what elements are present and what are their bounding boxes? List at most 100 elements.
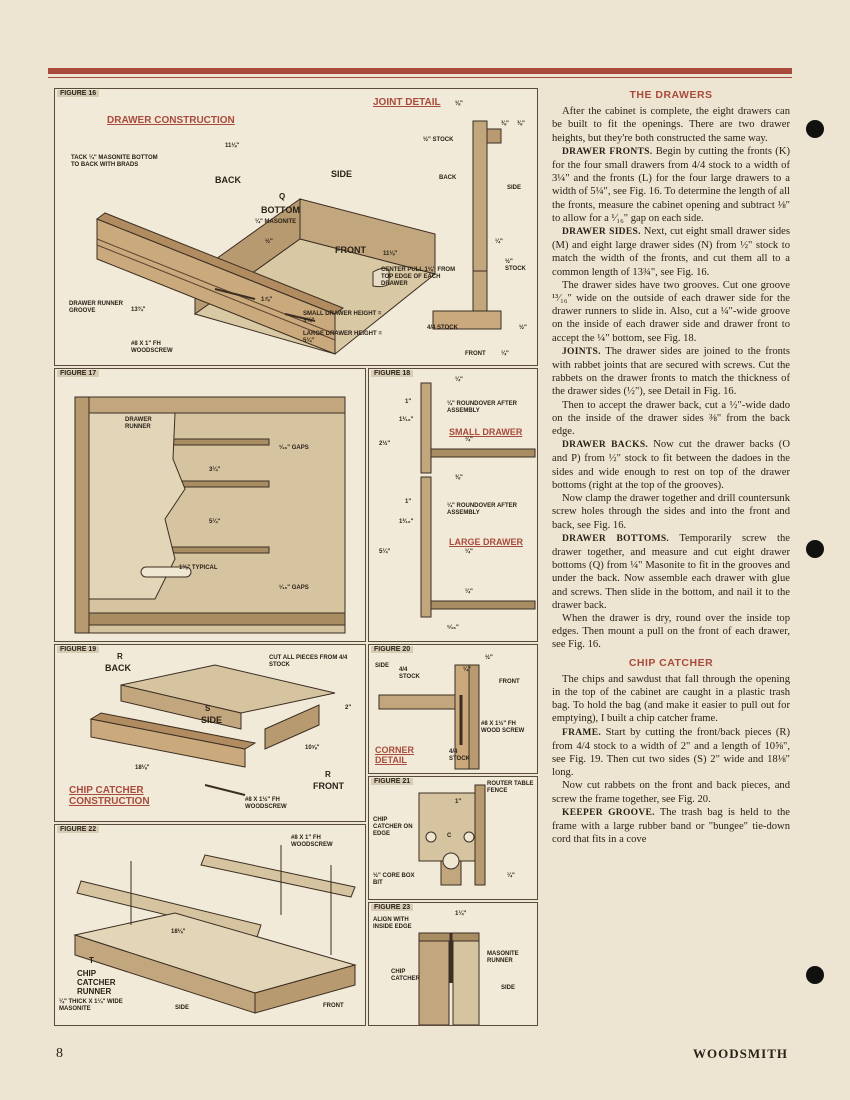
f18-dim-l: ¼" [465, 549, 473, 555]
joint-d2: ⅜" [517, 121, 525, 127]
article-column: THE DRAWERS After the cabinet is complet… [552, 88, 790, 846]
figure-23-label: FIGURE 23 [371, 904, 414, 911]
top-rule [48, 68, 792, 74]
joint-side: SIDE [507, 185, 522, 191]
joint-d6: ¼" [495, 239, 503, 245]
dim-18: 18⅛" [171, 929, 186, 935]
side-label: SIDE [175, 1005, 190, 1011]
chip-label: CHIP CATCHER [391, 969, 420, 982]
large-height-label: LARGE DRAWER HEIGHT = 5¼" [303, 331, 382, 344]
joint-d3: ⅛" [455, 101, 463, 107]
chip-runner-label: CHIP CATCHER RUNNER [77, 969, 116, 996]
para-5-head: JOINTS. [562, 346, 601, 357]
para-9-body: Temporarily screw the drawer together, a… [552, 532, 791, 611]
large-drawer-title: LARGE DRAWER [449, 537, 523, 547]
figure-20-label: FIGURE 20 [371, 646, 414, 653]
top-rule-thin [48, 77, 792, 78]
dim-half: ½" [485, 655, 493, 661]
f18-dim-1b: 1" [405, 499, 412, 505]
page-number: 8 [56, 1046, 63, 1061]
dim-2: 2" [345, 705, 352, 711]
chip-label: CHIP CATCHER ON EDGE [373, 817, 413, 837]
front-letter: R [325, 770, 331, 779]
para-14-body: The trash bag is held to the frame with … [552, 806, 790, 846]
para-11: The chips and sawdust that fall through … [552, 673, 790, 725]
figure-20-drawing [378, 664, 480, 770]
cut-label: CUT ALL PIECES FROM 4/4 STOCK [269, 655, 348, 668]
figure-20: FIGURE 20 SIDE FRONT 4/4 STOCK 4/4 STOCK… [368, 644, 538, 774]
side-label: SIDE [201, 715, 223, 725]
para-12-body: Start by cutting the front/back pieces (… [552, 726, 790, 779]
pull-dim: 11⅛" [383, 251, 398, 257]
figure-17: FIGURE 17 DRAWER RUNNER ¹⁄₁₆" GAPS ¹⁄₁₆"… [54, 368, 366, 642]
para-3-body: Next, cut eight small drawer sides (M) a… [552, 226, 790, 278]
back-letter: R [117, 652, 123, 661]
para-5-body: The drawer sides are joined to the front… [552, 345, 790, 398]
front-label: FRONT [313, 781, 344, 791]
binder-hole-bottom [806, 966, 824, 984]
f18-dim-21: 2½" [379, 441, 391, 447]
small-height-label: SMALL DRAWER HEIGHT = 3¼" [303, 311, 382, 324]
para-4: The drawer sides have two grooves. Cut o… [552, 279, 790, 344]
side-letter: S [205, 704, 211, 713]
figure-19-drawing [89, 664, 336, 796]
stock-label: 4/4 STOCK [399, 667, 420, 680]
joint-d4: ¼" [501, 351, 509, 357]
heading-drawers: THE DRAWERS [629, 89, 713, 101]
runner-label: DRAWER RUNNER GROOVE [69, 301, 123, 314]
f18-dim-51: 5¼" [379, 549, 391, 555]
f18-dim-lb: ¼" [465, 589, 473, 595]
front-label: FRONT [323, 1003, 344, 1009]
chip-runner-sub: ¼" THICK x 1¼" WIDE MASONITE [59, 999, 123, 1012]
chip-catcher-title: CHIP CATCHER CONSTRUCTION [69, 785, 150, 807]
figure-22-drawing [73, 845, 357, 1014]
bottom-sub-label: ¼" MASONITE [255, 219, 297, 225]
para-2: DRAWER FRONTS. Begin by cutting the fron… [552, 145, 790, 225]
screw-label: #8 x 1½" Fh WOOD SCREW [481, 721, 525, 734]
binder-hole-middle [806, 540, 824, 558]
dim-1: 1⅞" [261, 297, 273, 303]
roundover-2: ¼" ROUNDOVER AFTER ASSEMBLY [447, 503, 517, 516]
para-2-head: DRAWER FRONTS. [562, 146, 653, 157]
front-label: FRONT [499, 679, 520, 685]
para-7-body: Now cut the drawer backs (O and P) from … [552, 439, 790, 491]
para-9-head: DRAWER BOTTOMS. [562, 533, 670, 544]
masonite-label: MASONITE RUNNER [487, 951, 519, 964]
joint-d5: ½" [519, 325, 527, 331]
fence-label: ROUTER TABLE FENCE [487, 781, 534, 794]
f18-dim-s: ¼" [465, 437, 473, 443]
f18-dim-bot: ⁵⁄₁₆" [447, 625, 459, 631]
chip-letter: T [89, 956, 94, 965]
joint-stock: ½" STOCK [423, 137, 454, 143]
para-10: When the drawer is dry, round over the i… [552, 612, 790, 651]
figure-17-drawing [74, 396, 346, 634]
f18-dim-13b: 1³⁄₁₆" [399, 519, 414, 525]
para-14-head: KEEPER GROOVE. [562, 807, 655, 818]
para-8: Now clamp the drawer together and drill … [552, 493, 790, 531]
para-2-body: Begin by cutting the fronts (K) for the … [552, 145, 790, 224]
joint-back: BACK [439, 175, 457, 181]
gaps-label-2: ¹⁄₁₆" GAPS [279, 585, 309, 591]
runner-label: DRAWER RUNNER [125, 417, 152, 430]
figure-16-drawing [95, 120, 502, 355]
figure-19: FIGURE 19 R BACK CUT ALL PIECES FROM 4/4… [54, 644, 366, 822]
screw-label: #8 x 1½" Fh WOODSCREW [245, 797, 287, 810]
gaps-label-1: ¹⁄₁₆" GAPS [279, 445, 309, 451]
figure-16-title: DRAWER CONSTRUCTION [107, 115, 235, 126]
tack-label: TACK ¼" MASONITE BOTTOM TO BACK WITH BRA… [71, 155, 158, 168]
figure-23-drawing [418, 932, 480, 1025]
figure-16-label: FIGURE 16 [57, 90, 100, 97]
figure-16-joint-title: JOINT DETAIL [373, 97, 441, 108]
para-7: DRAWER BACKS. Now cut the drawer backs (… [552, 438, 790, 492]
dim-half: ½" [265, 239, 273, 245]
joint-front: FRONT [465, 351, 486, 357]
figure-19-label: FIGURE 19 [57, 646, 100, 653]
typical-label: 1⅜" TYPICAL [179, 565, 218, 571]
screw-label: #8 x 1" Fh WOODSCREW [131, 341, 173, 354]
binder-hole-top [806, 120, 824, 138]
para-3-head: DRAWER SIDES. [562, 227, 641, 238]
para-3: DRAWER SIDES. Next, cut eight small draw… [552, 225, 790, 279]
para-14: KEEPER GROOVE. The trash bag is held to … [552, 806, 790, 847]
dim-3: 3¼" [209, 467, 221, 473]
para-6: Then to accept the drawer back, cut a ½"… [552, 399, 790, 438]
